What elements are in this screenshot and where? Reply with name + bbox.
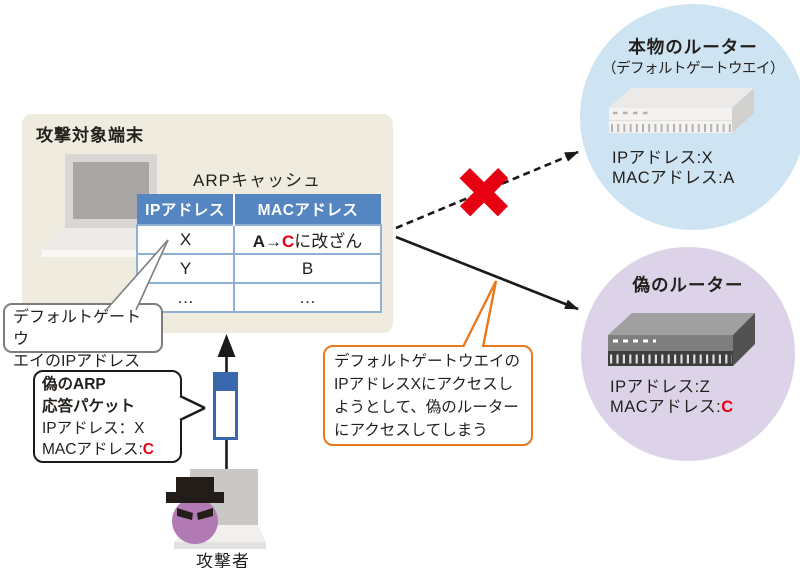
callout-line: MACアドレス:C [42,441,154,459]
table-row: X A→Cに改ざん [136,224,382,255]
fake-router-circle: 偽のルーター IPアドレス:Z MACアドレス:C [581,247,795,461]
callout-line: ようとして、偽のルーター [334,399,519,416]
fake-router-mac: MACアドレス:C [610,398,734,416]
access-result-callout: デフォルトゲートウエイの IPアドレスXにアクセスし ようとして、偽のルーター … [323,345,533,446]
table-row: Y B [136,253,382,284]
cell-mac-tampered: A→Cに改ざん [233,224,382,255]
attacker-label: 攻撃者 [196,552,250,568]
table-header-row: IPアドレス MACアドレス [137,194,381,225]
callout-line: デフォルトゲートウエイの [334,353,521,370]
cell-ip-y: Y [136,253,235,284]
cell-ip-x: X [136,224,235,255]
callout-line: IPアドレス：X [42,419,145,437]
arp-cache-table: IPアドレス MACアドレス X A→Cに改ざん Y B … … [136,194,382,313]
real-router-circle: 本物のルーター （デフォルトゲートウエイ） IPアドレス:X MACアドレス:A [580,4,800,230]
header-ip: IPアドレス [137,194,234,225]
real-router-ip: IPアドレス:X [612,149,714,167]
target-terminal-title: 攻撃対象端末 [36,126,144,145]
fake-router-title: 偽のルーター [632,275,744,295]
redirected-path-arrow [395,235,579,311]
attacker-icon [166,469,266,549]
fake-router-ip: IPアドレス:Z [610,378,711,396]
callout-title-line: 偽のARP [42,376,106,393]
access-callout-pointer [463,281,496,347]
callout-line: にアクセスしてしまう [334,422,488,439]
blocked-x-icon [459,167,509,217]
cell-mac-etc: … [233,282,382,313]
real-router-title: 本物のルーター [628,37,758,57]
real-router-subtitle: （デフォルトゲートウエイ） [602,61,785,77]
blocked-path-arrow [395,150,579,230]
cell-mac-b: B [233,253,382,284]
gateway-ip-callout: デフォルトゲートウ エイのIPアドレス [3,303,163,370]
fake-arp-callout-pointer [180,396,205,420]
fake-router-icon [608,313,755,366]
real-router-mac: MACアドレス:A [612,169,735,187]
table-row: … … [136,282,382,313]
real-router-icon [609,88,754,133]
packet-icon [213,372,238,440]
header-mac: MACアドレス [233,194,381,225]
callout-line: エイのIPアドレス [13,353,141,370]
fake-arp-callout: 偽のARP 応答パケット IPアドレス：X MACアドレス:C [33,370,182,463]
packet-header-segment [216,375,235,391]
arp-cache-label: ARPキャッシュ [193,171,321,190]
callout-title-line: 応答パケット [42,397,136,415]
callout-line: デフォルトゲートウ [13,309,142,348]
callout-line: IPアドレスXにアクセスし [334,376,514,393]
